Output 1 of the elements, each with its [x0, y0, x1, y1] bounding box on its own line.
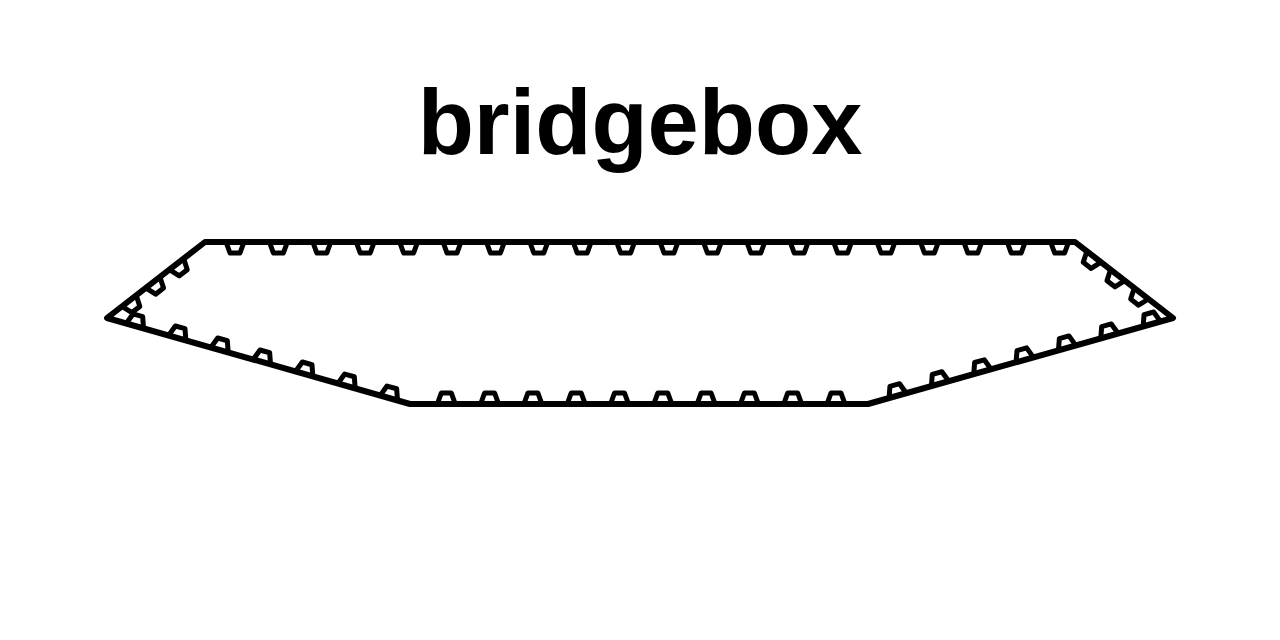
title: bridgebox	[417, 72, 863, 174]
